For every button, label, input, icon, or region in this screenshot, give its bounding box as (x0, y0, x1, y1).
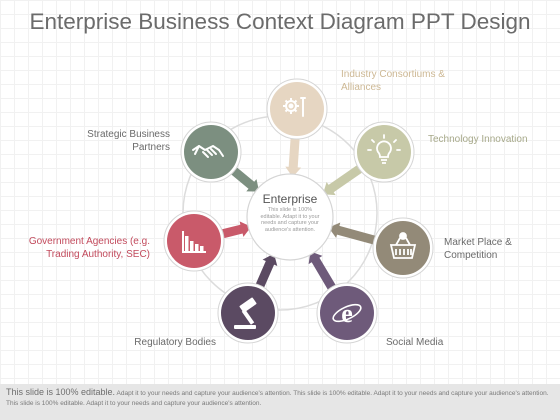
footer-bar (0, 384, 560, 420)
connector-arrow-industry (285, 136, 302, 178)
center-title: Enterprise (263, 192, 318, 206)
node-regulatory[interactable] (217, 282, 279, 344)
connector-arrow-market (328, 222, 378, 245)
bar-chart-icon (182, 231, 206, 253)
footer-body: Adapt it to your needs and capture your … (6, 390, 549, 407)
label-technology: Technology Innovation (428, 134, 528, 145)
shopping-basket-icon (389, 232, 417, 259)
label-strategic: Strategic Business Partners (87, 129, 170, 153)
label-market: Market Place & Competition (444, 237, 512, 261)
center-text-box: This slide is 100% editable. Adapt it to… (260, 207, 320, 233)
footer-text: This slide is 100% editable. Adapt it to… (6, 387, 558, 409)
node-industry[interactable] (266, 78, 328, 140)
node-government[interactable] (163, 210, 225, 272)
node-market[interactable] (372, 217, 434, 279)
label-industry: Industry Consortiums & Alliances (341, 69, 445, 93)
gears-wrench-icon (283, 97, 306, 117)
lightbulb-icon (367, 134, 401, 164)
connector-arrow-technology (322, 164, 364, 196)
connector-arrow-strategic (229, 166, 260, 192)
center-text: This slide is 100% editable. Adapt it to… (260, 207, 320, 233)
center-hub: Enterprise This slide is 100% editable. … (246, 173, 334, 261)
node-group: e (163, 78, 434, 344)
footer-lead: This slide is 100% editable. (6, 387, 116, 397)
slide-title: Enterprise Business Context Diagram PPT … (29, 9, 531, 34)
context-diagram: Enterprise This slide is 100% editable. … (163, 78, 434, 344)
connector-arrow-social (308, 251, 337, 292)
label-social: Social Media (386, 337, 444, 348)
connector-arrow-regulatory (255, 253, 278, 290)
node-social[interactable]: e (316, 282, 378, 344)
node-strategic[interactable] (180, 121, 242, 183)
label-regulatory: Regulatory Bodies (134, 337, 216, 348)
label-government: Government Agencies (e.g. Trading Author… (28, 236, 150, 260)
gavel-icon (234, 297, 257, 329)
connector-arrow-government (220, 221, 252, 239)
svg-text:e: e (341, 299, 353, 328)
handshake-icon (192, 145, 224, 158)
connectors (220, 136, 378, 292)
internet-explorer-icon: e (332, 299, 362, 328)
node-technology[interactable] (353, 121, 415, 183)
